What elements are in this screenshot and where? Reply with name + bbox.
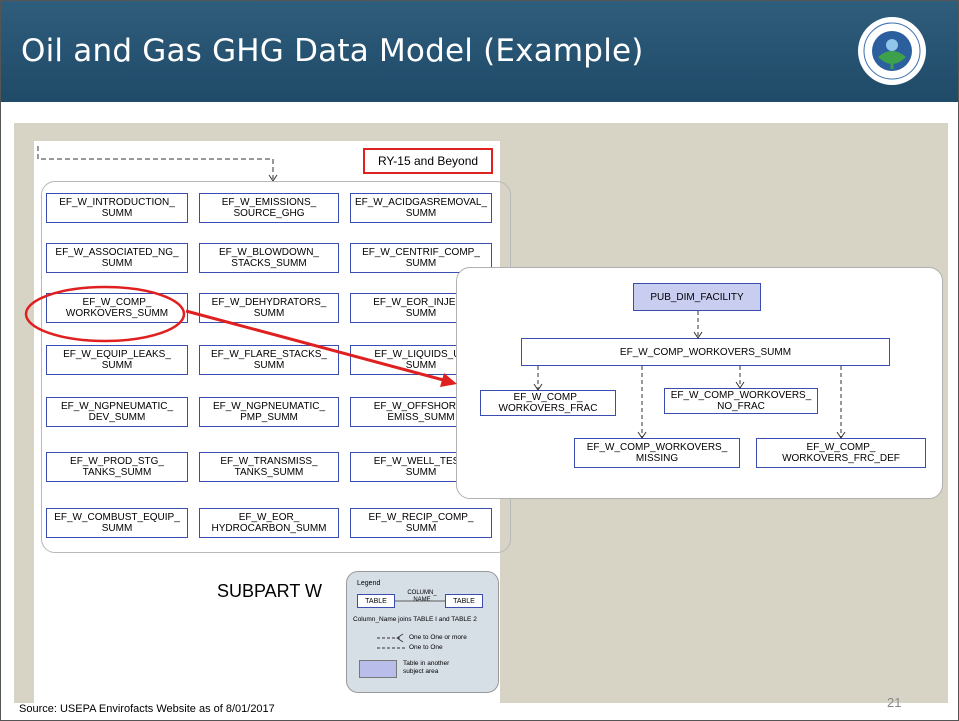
legend-one-to-one: One to One	[409, 644, 443, 651]
comp-workovers-missing-table: EF_W_COMP_WORKOVERS_ MISSING	[574, 438, 740, 468]
entity-table: EF_W_COMP_ WORKOVERS_SUMM	[46, 293, 188, 323]
header-bar: Oil and Gas GHG Data Model (Example)	[1, 1, 958, 102]
legend-title: Legend	[357, 580, 381, 587]
entity-table: EF_W_ACIDGASREMOVAL_ SUMM	[350, 193, 492, 223]
highlight-ellipse	[24, 285, 186, 343]
entity-table: EF_W_RECIP_COMP_ SUMM	[350, 508, 492, 538]
entity-table: EF_W_PROD_STG_ TANKS_SUMM	[46, 452, 188, 482]
comp-workovers-frac-table: EF_W_COMP_ WORKOVERS_FRAC	[480, 390, 616, 416]
entity-table: EF_W_EQUIP_LEAKS_ SUMM	[46, 345, 188, 375]
entity-table: EF_W_COMBUST_EQUIP_ SUMM	[46, 508, 188, 538]
entity-table: EF_W_NGPNEUMATIC_ PMP_SUMM	[199, 397, 339, 427]
legend-column-name: COLUMN_ NAME	[407, 590, 437, 603]
entity-table: EF_W_EOR_ HYDROCARBON_SUMM	[199, 508, 339, 538]
legend-one-to-more: One to One or more	[409, 634, 467, 641]
legend-table-right: TABLE	[445, 594, 483, 608]
subpart-label: SUBPART W	[217, 581, 323, 601]
entity-table: EF_W_NGPNEUMATIC_ DEV_SUMM	[46, 397, 188, 427]
legend: Legend TABLE COLUMN_ NAME TABLE Column_N…	[346, 571, 499, 693]
entity-table: EF_W_ASSOCIATED_NG_ SUMM	[46, 243, 188, 273]
comp-workovers-summ-table: EF_W_COMP_WORKOVERS_SUMM	[521, 338, 890, 366]
pub-dim-facility-table: PUB_DIM_FACILITY	[633, 283, 761, 311]
entity-table: EF_W_CENTRIF_COMP_ SUMM	[350, 243, 492, 273]
slide-title: Oil and Gas GHG Data Model (Example)	[21, 33, 644, 69]
legend-other-area: Table in another subject area	[403, 660, 450, 675]
entity-table: EF_W_TRANSMISS_ TANKS_SUMM	[199, 452, 339, 482]
ry-15-label: RY-15 and Beyond	[363, 148, 493, 174]
entity-table: EF_W_EMISSIONS_ SOURCE_GHG	[199, 193, 339, 223]
entity-table: EF_W_DEHYDRATORS_ SUMM	[199, 293, 339, 323]
source-citation: Source: USEPA Envirofacts Website as of …	[19, 703, 275, 715]
legend-table-left: TABLE	[357, 594, 395, 608]
legend-joins-text: Column_Name joins TABLE I and TABLE 2	[353, 616, 477, 623]
entity-table: EF_W_BLOWDOWN_ STACKS_SUMM	[199, 243, 339, 273]
epa-seal-icon	[858, 17, 926, 85]
page-number: 21	[887, 695, 902, 710]
legend-lines	[377, 600, 445, 649]
entity-table: EF_W_FLARE_STACKS_ SUMM	[199, 345, 339, 375]
entity-table: EF_W_INTRODUCTION_ SUMM	[46, 193, 188, 223]
comp-workovers-no-frac-table: EF_W_COMP_WORKOVERS_ NO_FRAC	[664, 388, 818, 414]
comp-workovers-frc-def-table: EF_W_COMP_ WORKOVERS_FRC_DEF	[756, 438, 926, 468]
legend-shaded-box	[359, 660, 397, 678]
